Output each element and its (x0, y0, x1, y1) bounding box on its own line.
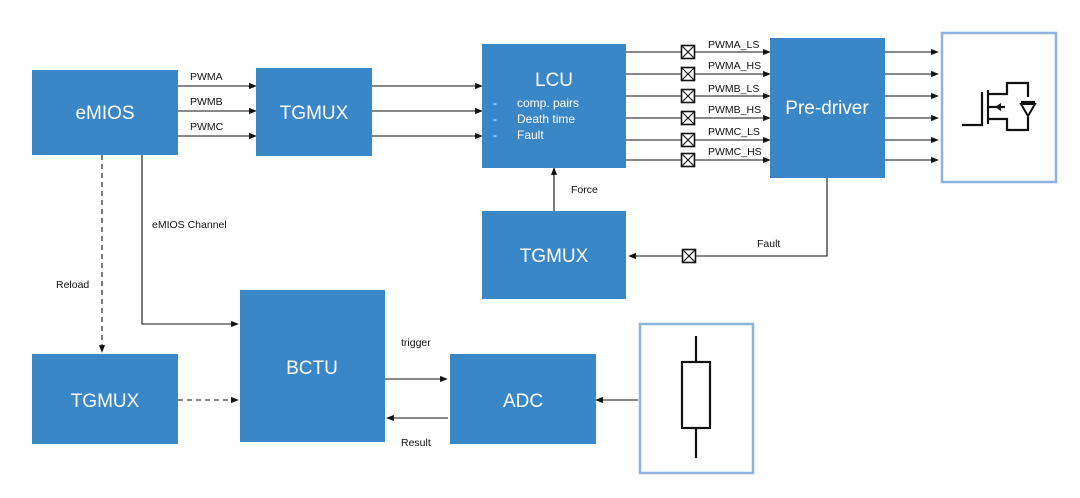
tgmux-top-title: TGMUX (280, 103, 349, 124)
connector-x-box-icon (680, 88, 696, 104)
lcu-feature: Death time (517, 112, 575, 126)
lcu-bullet: - (493, 112, 497, 126)
signal-label-fault: Fault (757, 238, 780, 250)
signal-label-result: Result (401, 437, 431, 449)
signal-label-emios-channel: eMIOS Channel (152, 219, 227, 231)
signal-label-pwmc: PWMC (190, 121, 224, 133)
lcu-bullet: - (493, 128, 497, 142)
tgmux-bottom-block: TGMUX (32, 354, 178, 444)
wires (98, 48, 939, 422)
lcu-feature: Fault (517, 128, 544, 142)
signal-label-pwmc-hs: PWMC_HS (708, 146, 762, 158)
lcu-block: LCU - comp. pairs - Death time - Fault (482, 44, 626, 168)
signal-label-pwma-ls: PWMA_LS (708, 39, 759, 51)
tgmux-fault-title: TGMUX (520, 246, 589, 267)
connector-x-box-icon (680, 152, 696, 168)
predriver-title: Pre-driver (785, 98, 869, 119)
signal-label-pwma: PWMA (190, 71, 223, 83)
bctu-block: BCTU (240, 290, 385, 442)
signal-label-pwmb-ls: PWMB_LS (708, 83, 759, 95)
emios-title: eMIOS (75, 103, 134, 124)
connector-x-box-icons (680, 44, 697, 264)
tgmux-top-block: TGMUX (256, 68, 372, 156)
signal-label-pwmb-hs: PWMB_HS (708, 104, 761, 116)
bctu-title: BCTU (286, 358, 338, 379)
lcu-title: LCU (535, 70, 573, 91)
adc-title: ADC (503, 391, 543, 412)
signal-label-pwmc-ls: PWMC_LS (708, 126, 760, 138)
lcu-bullet: - (493, 96, 497, 110)
resistor-sensor-icon (638, 322, 755, 475)
tgmux-fault-block: TGMUX (482, 211, 626, 299)
connector-x-box-icon (681, 248, 697, 264)
signal-label-trigger: trigger (401, 337, 431, 349)
signal-label-reload: Reload (56, 279, 89, 291)
tgmux-bottom-title: TGMUX (71, 391, 140, 412)
connector-x-box-icon (680, 132, 696, 148)
mosfet-transistor-icon (940, 31, 1058, 184)
adc-block: ADC (450, 354, 596, 444)
signal-label-pwmb: PWMB (190, 96, 223, 108)
connector-x-box-icon (680, 44, 696, 60)
signal-label-force: Force (571, 184, 598, 196)
lcu-feature: comp. pairs (517, 96, 579, 110)
signal-labels: PWMA PWMB PWMC PWMA_LS PWMA_HS PWMB_LS P… (56, 39, 780, 449)
connector-x-box-icon (680, 110, 696, 126)
emios-block: eMIOS (32, 70, 178, 155)
predriver-block: Pre-driver (770, 38, 885, 178)
signal-label-pwma-hs: PWMA_HS (708, 60, 761, 72)
connector-x-box-icon (680, 66, 696, 82)
